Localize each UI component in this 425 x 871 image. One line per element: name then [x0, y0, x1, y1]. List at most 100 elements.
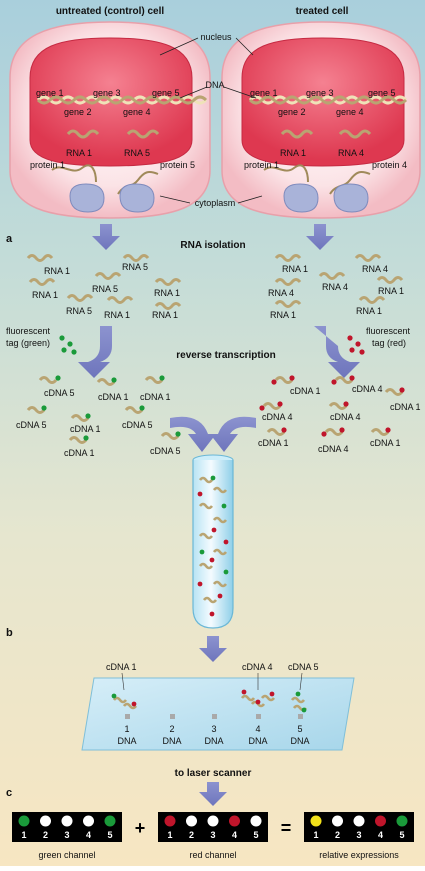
array-spot-label: cDNA 4 — [242, 662, 273, 672]
red-channel-label: red channel — [189, 850, 236, 860]
merge-arrow — [170, 416, 256, 452]
test-tube — [192, 454, 234, 629]
scanner-spot — [61, 815, 73, 827]
rna-item: RNA 1 — [44, 266, 70, 276]
dna-strand-left — [36, 95, 208, 105]
down-arrow-c — [199, 782, 227, 806]
scanner-spot-number: 4 — [378, 830, 383, 840]
cdna-item: cDNA 4 — [330, 412, 361, 422]
scanner-spot — [375, 815, 386, 827]
cdna-item: cDNA 1 — [258, 438, 289, 448]
reverse-transcription-arrows — [78, 326, 360, 378]
gene-label: gene 3 — [306, 88, 334, 98]
down-arrow-b — [199, 636, 227, 662]
scanner-spot — [104, 815, 116, 827]
rna-item: RNA 5 — [122, 262, 148, 272]
dna-label: DNA — [205, 80, 224, 90]
left-cell-title: untreated (control) cell — [56, 6, 165, 17]
gene-label: gene 4 — [123, 107, 151, 117]
cdna-item: cDNA 4 — [352, 384, 383, 394]
rna-item: RNA 1 — [154, 288, 180, 298]
protein-label: protein 1 — [244, 160, 279, 170]
cdna-item: cDNA 1 — [370, 438, 401, 448]
nucleus-label: nucleus — [200, 32, 232, 42]
scanner-spot-number: 2 — [189, 830, 194, 840]
gene-label: gene 5 — [368, 88, 396, 98]
scanner-spot-number: 4 — [232, 830, 237, 840]
cdna-item: cDNA 5 — [16, 420, 47, 430]
scanner-spot — [332, 815, 343, 827]
rna-item: RNA 4 — [362, 264, 388, 274]
dna-number: 1 — [124, 724, 129, 734]
cdna-item: cDNA 1 — [70, 424, 101, 434]
gene-label: gene 2 — [64, 107, 92, 117]
plus-sign: + — [135, 818, 146, 838]
dna-word: DNA — [248, 736, 267, 746]
cdna-item: cDNA 1 — [98, 392, 129, 402]
green-channel-label: green channel — [38, 850, 95, 860]
dna-number: 4 — [255, 724, 260, 734]
cdna-item: cDNA 1 — [140, 392, 171, 402]
cdna-item: cDNA 1 — [290, 386, 321, 396]
rna-isolation-label: RNA isolation — [180, 240, 245, 251]
rna-squiggles-left — [26, 254, 182, 310]
gene-label: gene 1 — [36, 88, 64, 98]
scanner-spot-number: 5 — [253, 830, 258, 840]
rna-item: RNA 5 — [66, 306, 92, 316]
scanner-spot — [229, 815, 240, 827]
array-spot-label: cDNA 5 — [288, 662, 319, 672]
dna-number: 2 — [169, 724, 174, 734]
panel-label-b: b — [6, 627, 13, 639]
cdna-item: cDNA 4 — [318, 444, 349, 454]
cytoplasm-label: cytoplasm — [195, 198, 236, 208]
gene-label: gene 4 — [336, 107, 364, 117]
rna-item: RNA 5 — [92, 284, 118, 294]
scanner-spot — [396, 815, 408, 827]
rna-item: RNA 1 — [282, 264, 308, 274]
rna-squiggle — [66, 129, 372, 139]
rna-label: RNA 4 — [338, 148, 364, 158]
rna-label: RNA 1 — [280, 148, 306, 158]
untreated-cell — [9, 21, 211, 219]
panel-label-a: a — [6, 233, 13, 245]
scanner-spot-number: 5 — [399, 830, 404, 840]
green-tag-dots — [59, 335, 77, 355]
dna-word: DNA — [117, 736, 136, 746]
cdna-item: cDNA 5 — [150, 446, 181, 456]
protein-label: protein 5 — [160, 160, 195, 170]
cdna-squiggles-right — [259, 375, 405, 437]
gene-label: gene 3 — [93, 88, 121, 98]
scanner-spot-number: 3 — [64, 830, 69, 840]
cdna-item: cDNA 1 — [390, 402, 421, 412]
cdna-item: cDNA 5 — [44, 388, 75, 398]
scanner-spot-number: 1 — [167, 830, 172, 840]
rna-label: RNA 1 — [66, 148, 92, 158]
scanner-spot-number: 4 — [86, 830, 91, 840]
red-tag-dots — [347, 335, 365, 355]
array-spot-label: cDNA 1 — [106, 662, 137, 672]
rna-item: RNA 1 — [152, 310, 178, 320]
dna-number: 3 — [211, 724, 216, 734]
scanner-spot — [40, 815, 51, 827]
scanner-spot-number: 3 — [356, 830, 361, 840]
rna-item: RNA 1 — [270, 310, 296, 320]
scanner-spot — [353, 815, 365, 827]
rna-item: RNA 1 — [356, 306, 382, 316]
scanner-spot-number: 1 — [313, 830, 318, 840]
scanner-spot-number: 1 — [21, 830, 26, 840]
scanner-spot-number: 5 — [107, 830, 112, 840]
cdna-item: cDNA 1 — [64, 448, 95, 458]
treated-cell — [221, 21, 421, 219]
dna-number: 5 — [297, 724, 302, 734]
dna-word: DNA — [162, 736, 181, 746]
gene-label: gene 2 — [278, 107, 306, 117]
rna-item: RNA 1 — [32, 290, 58, 300]
gene-label: gene 5 — [152, 88, 180, 98]
cdna-squiggles-left — [26, 375, 181, 444]
scanner-spot — [83, 815, 94, 827]
scanner-spot — [207, 815, 219, 827]
